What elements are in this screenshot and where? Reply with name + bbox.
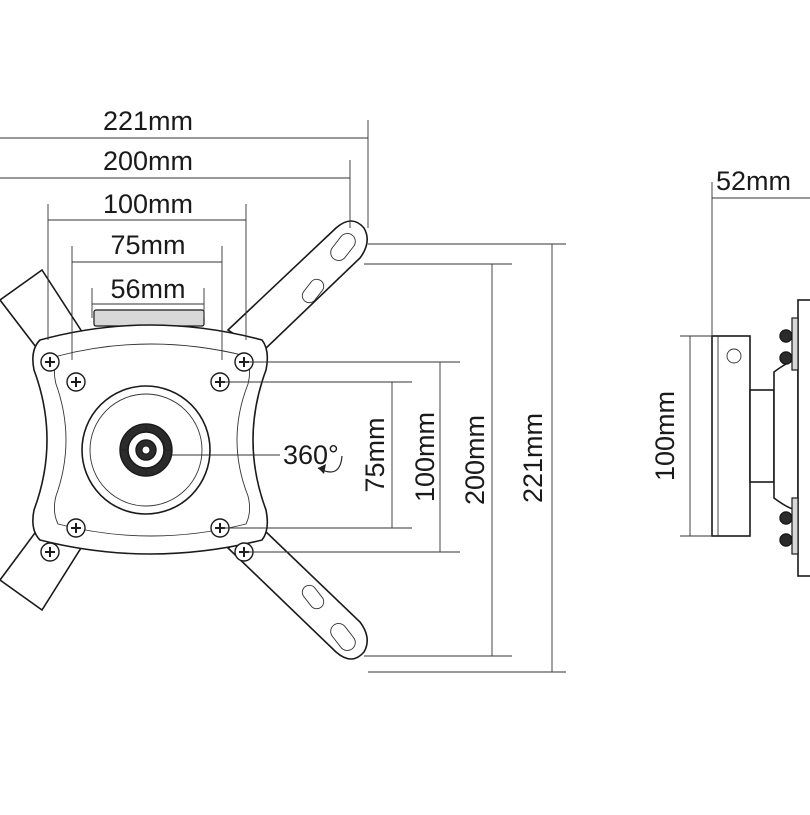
dim-221mm-width: 221mm (103, 106, 193, 136)
side-view: 52mm 100mm (650, 166, 810, 577)
vertical-dimensions: 75mm 100mm 200mm 221mm (220, 243, 566, 673)
side-screw-icon (779, 533, 793, 547)
side-screw-icon (779, 511, 793, 525)
arm-slot-upper-2 (301, 278, 325, 304)
side-screw-icon (779, 329, 793, 343)
screw-icon (40, 352, 60, 372)
arm-slot-lower-2 (301, 584, 325, 610)
side-bracket (773, 359, 799, 511)
dim-221mm-height: 221mm (518, 413, 548, 503)
dim-100mm-side-height: 100mm (650, 391, 680, 481)
arm-upper-right (226, 220, 368, 354)
dim-100mm-width: 100mm (103, 189, 193, 219)
screw-icon (66, 372, 86, 392)
dim-56mm-width: 56mm (110, 274, 185, 304)
dim-200mm-height: 200mm (460, 415, 490, 505)
rotation-disc-inner (89, 393, 203, 507)
center-knob (119, 423, 173, 477)
screw-icon (40, 542, 60, 562)
side-neck (749, 389, 775, 483)
arm-slot-lower-1 (330, 623, 356, 651)
side-wall-hole (726, 348, 742, 364)
rotation-arrowhead (318, 464, 326, 474)
side-monitor-plate (797, 299, 810, 577)
front-view: 360° (0, 106, 566, 673)
arm-slot-upper-1 (330, 233, 356, 261)
dim-200mm-width: 200mm (103, 146, 193, 176)
rotation-label: 360° (283, 440, 339, 470)
screw-icon (66, 518, 86, 538)
side-screw-icon (779, 351, 793, 365)
dim-75mm-height: 75mm (360, 417, 390, 492)
top-tab (93, 309, 205, 327)
dim-52mm-depth: 52mm (716, 166, 791, 196)
side-screw-group (779, 317, 799, 555)
dim-100mm-height: 100mm (410, 412, 440, 502)
horizontal-dimensions: 221mm 200mm 100mm 75mm 56mm (0, 106, 369, 360)
dim-75mm-width: 75mm (110, 230, 185, 260)
